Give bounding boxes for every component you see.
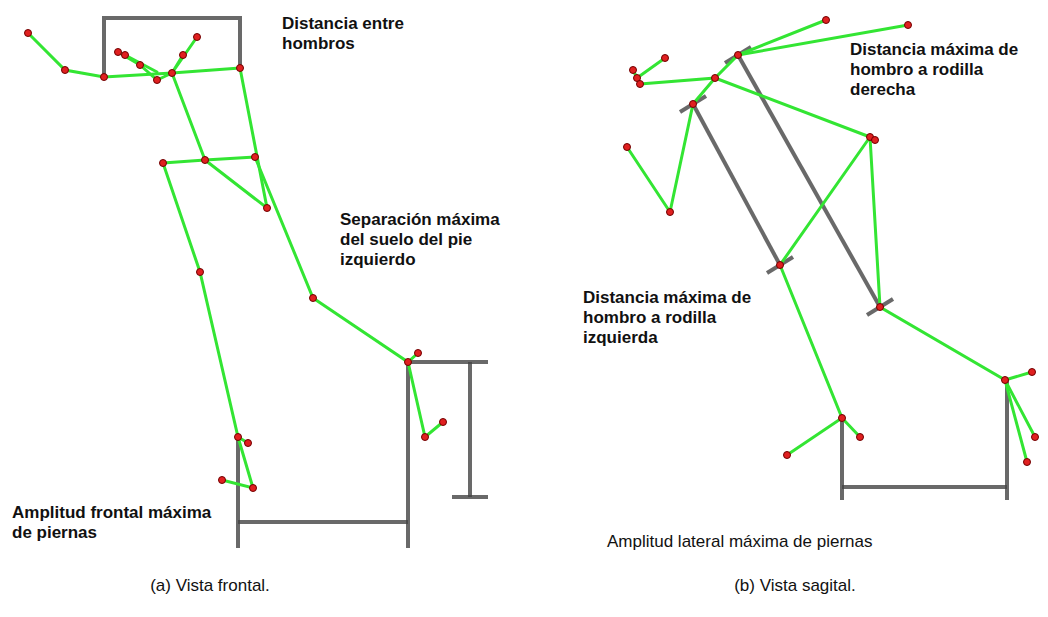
measure-label: Amplitud frontal máxima de piernas [10,503,229,543]
subfigure-caption: (a) Vista frontal. [148,576,272,596]
measure-label: Distancia máxima de hombro a rodilla der… [848,40,1037,100]
subfigure-caption: (b) Vista sagital. [732,576,858,596]
keypoints [25,17,1039,492]
measure-label: Separación máxima del suelo del pie izqu… [338,210,527,270]
measure-label: Distancia máxima de hombro a rodilla izq… [581,288,770,348]
measure-label: Amplitud lateral máxima de piernas [605,532,875,552]
measure-label: Distancia entre hombros [280,14,434,54]
